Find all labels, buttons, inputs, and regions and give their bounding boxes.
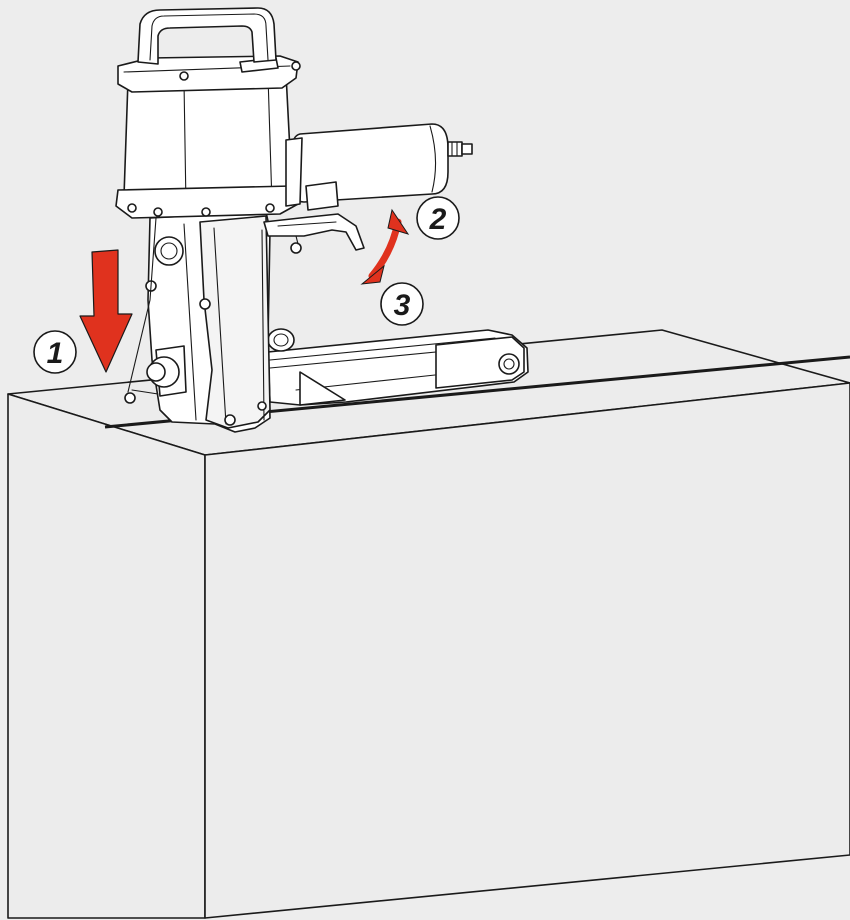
stapler-body: [124, 211, 271, 433]
box-front-face: [7, 393, 206, 919]
stapler-tool: [115, 7, 529, 433]
stapler-trigger: [263, 213, 365, 254]
carton-box: [7, 329, 850, 919]
curved-double-arrow-icon: [360, 208, 410, 285]
step-1-badge: 1: [33, 330, 77, 374]
down-arrow-icon: [79, 249, 133, 373]
stapler-magazine: [267, 328, 529, 406]
step-2-badge: 2: [416, 196, 460, 240]
step-2-label: 2: [429, 203, 447, 236]
step-3-label: 3: [394, 289, 411, 322]
step-3-badge: 3: [380, 282, 424, 326]
box-side-face: [204, 382, 850, 919]
stapler-head: [115, 55, 301, 219]
stapler-handle: [137, 7, 277, 65]
step-1-label: 1: [47, 337, 64, 370]
stapler-air-cylinder: [285, 123, 473, 211]
